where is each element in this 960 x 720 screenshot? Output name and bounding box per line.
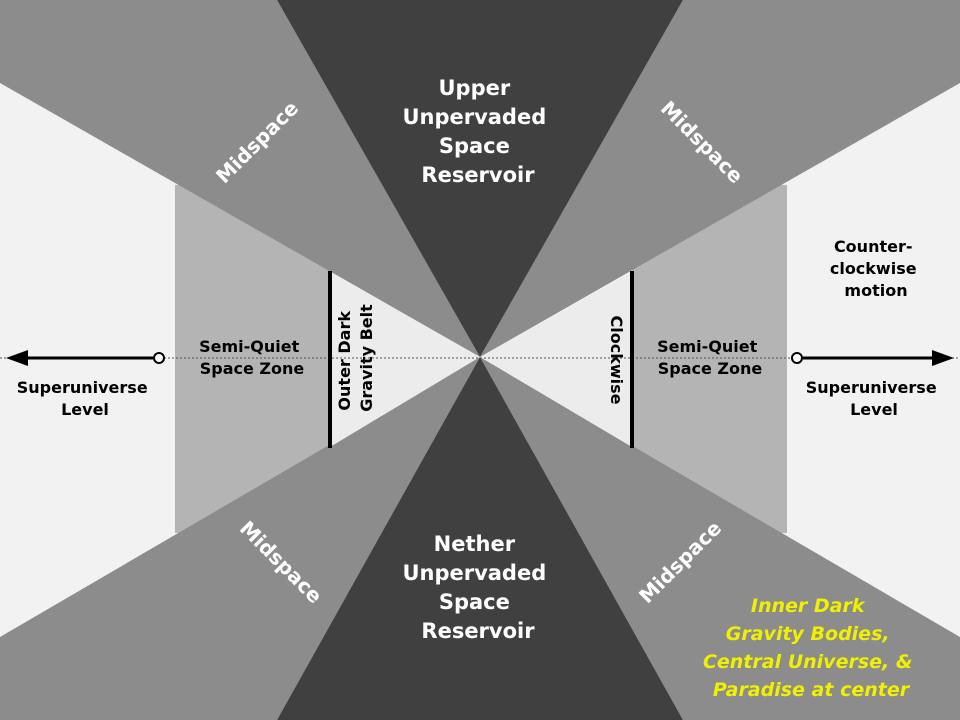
superuniverse-arrow-right [791,350,954,366]
outer-dark-belt-label: Outer Dark Gravity Belt [335,304,376,412]
semi-quiet-label-left: Semi-Quiet Space Zone [199,337,305,378]
midspace-upper-left [0,0,480,357]
nether-reservoir-label: Nether Unpervaded Space Reservoir [402,532,553,643]
outer-belt-region-right [480,272,632,447]
upper-reservoir [277,0,683,357]
superuniverse-arrow-left [6,350,165,366]
inner-dark-gravity-label: Inner Dark Gravity Bodies, Central Unive… [703,595,919,701]
clockwise-label: Clockwise [607,316,626,405]
arrow-origin-left-icon [153,352,165,364]
upper-reservoir-label: Upper Unpervaded Space Reservoir [402,76,553,187]
arrowhead-left-icon [6,350,28,366]
midspace-upper-right [480,0,960,357]
arrowhead-right-icon [932,350,954,366]
nether-reservoir [277,357,683,720]
semi-quiet-label-right: Semi-Quiet Space Zone [657,337,763,378]
superuniverse-label-right: Superuniverse Level [806,378,943,419]
outer-belt-region-left [330,272,480,447]
superuniverse-label-left: Superuniverse Level [17,378,154,419]
arrow-origin-right-icon [791,352,803,364]
midspace-lower-left [0,357,480,720]
midspace-lower-right [480,357,960,720]
counter-clockwise-label: Counter- clockwise motion [830,237,922,300]
